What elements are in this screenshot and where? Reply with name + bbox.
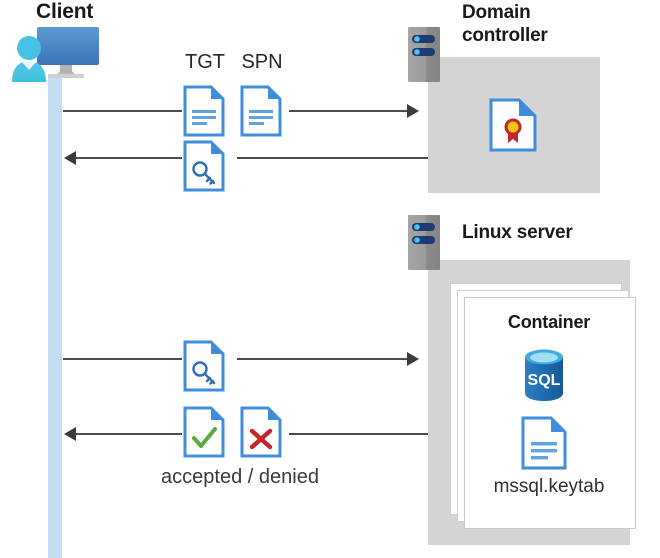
client-label: Client <box>36 0 94 23</box>
arrow-head-left-to-client-2 <box>64 427 76 441</box>
flow-line-result-left <box>76 433 182 435</box>
sql-database-icon: SQL <box>518 347 570 403</box>
keytab-document-icon <box>521 416 567 470</box>
dc-title-line1: Domain <box>462 2 531 23</box>
certificate-document-icon <box>489 98 537 152</box>
arrow-head-left-to-client-1 <box>64 151 76 165</box>
flow-line-tgt-spn-left <box>63 110 182 112</box>
flow-line-presented-left <box>63 358 182 360</box>
arrow-head-right-to-dc <box>407 104 419 118</box>
spn-label: SPN <box>241 51 283 73</box>
container-title: Container <box>507 312 591 332</box>
arrow-head-right-to-linux <box>407 352 419 366</box>
linux-server-title: Linux server <box>462 222 573 243</box>
domain-controller-title: Domain controller <box>462 1 642 47</box>
user-monitor-icon <box>8 22 116 82</box>
flow-line-result-right <box>289 433 428 435</box>
client-lifeline <box>48 74 62 558</box>
container-card-front <box>464 297 636 529</box>
dc-title-line2: controller <box>462 25 548 46</box>
flow-line-tgt-spn-right <box>289 110 408 112</box>
server-icon <box>408 27 440 82</box>
flow-line-presented-right <box>237 358 408 360</box>
key-document-icon <box>183 340 225 392</box>
keytab-filename-label: mssql.keytab <box>493 476 605 497</box>
cross-document-icon <box>240 406 282 458</box>
flow-line-ticket-right <box>237 157 428 159</box>
server-icon <box>408 215 440 270</box>
svg-text:SQL: SQL <box>528 372 561 389</box>
flow-line-ticket-left <box>76 157 182 159</box>
document-lines-icon <box>240 85 282 137</box>
check-document-icon <box>183 406 225 458</box>
document-lines-icon <box>183 85 225 137</box>
auth-result-caption: accepted / denied <box>161 466 319 488</box>
key-document-icon <box>183 140 225 192</box>
tgt-label: TGT <box>185 51 225 73</box>
